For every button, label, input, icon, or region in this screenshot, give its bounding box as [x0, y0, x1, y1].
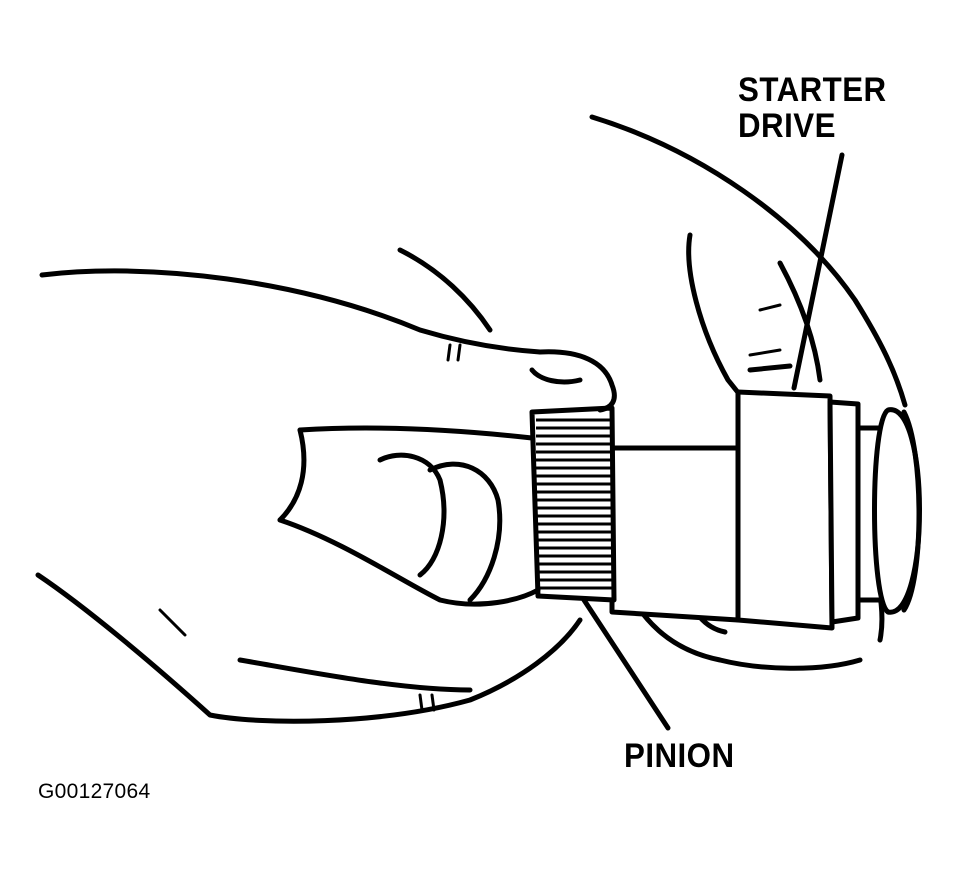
figure-id: G00127064 — [38, 780, 151, 803]
starter-drive-label-line2: DRIVE — [738, 107, 836, 145]
pinion-teeth — [536, 418, 612, 590]
pinion-leader — [581, 597, 671, 731]
leader-lines — [581, 152, 845, 731]
starter-drive-label: STARTER DRIVE — [738, 72, 887, 144]
starter-drive — [609, 389, 922, 631]
starter-drive-leader — [791, 152, 845, 391]
pinion-gear — [529, 405, 617, 603]
left-hand — [35, 247, 617, 724]
pinion-label: PINION — [624, 737, 735, 775]
starter-drive-label-line1: STARTER — [738, 71, 887, 109]
